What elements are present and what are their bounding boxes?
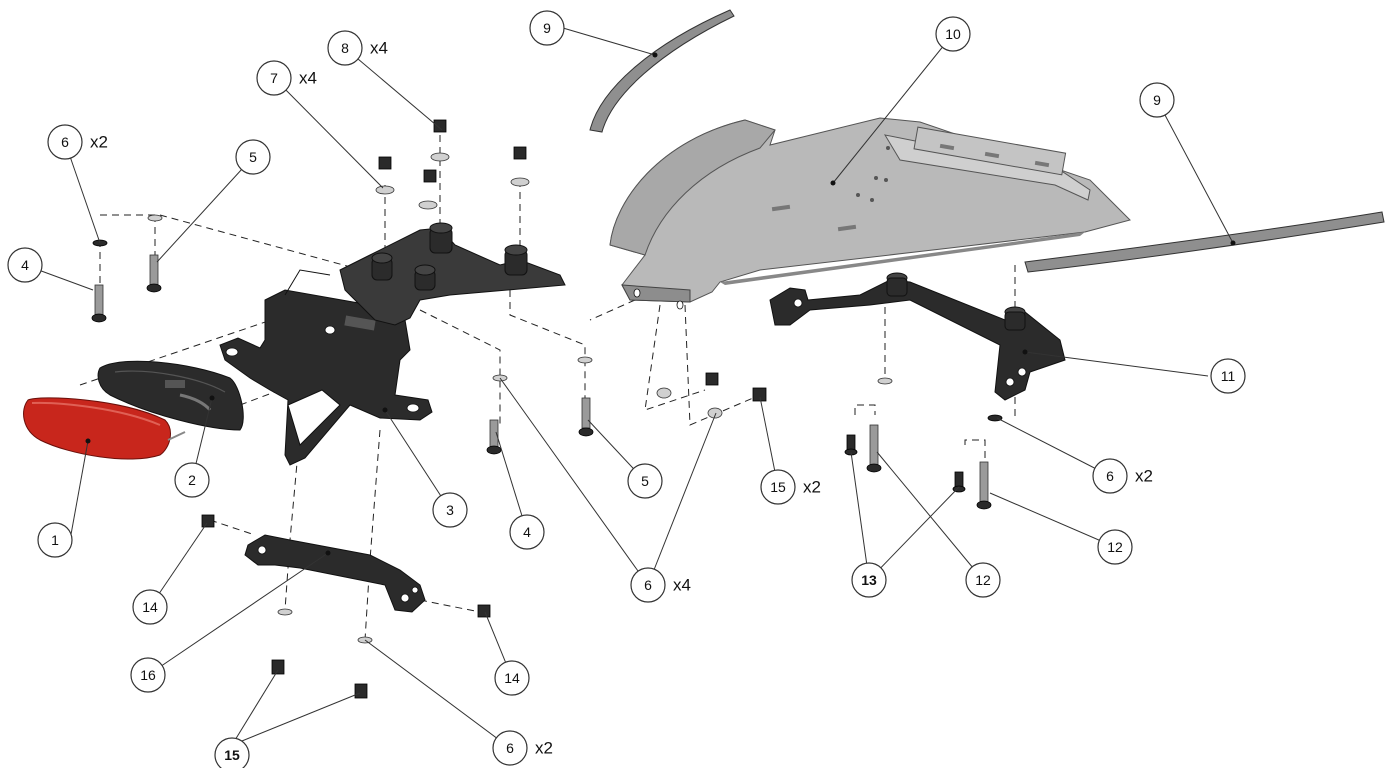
callout-c4a: 4 xyxy=(7,247,43,283)
callout-circle xyxy=(235,139,271,175)
callout-circle xyxy=(529,10,565,46)
callout-circle xyxy=(494,660,530,696)
callout-circle xyxy=(627,463,663,499)
callout-number: 8 xyxy=(341,40,349,56)
callout-circle xyxy=(256,60,292,96)
undertray-plate xyxy=(609,117,1131,310)
callout-c6a: 6 x2 xyxy=(47,124,108,160)
subframe-bracket xyxy=(769,272,1066,401)
callout-number: 5 xyxy=(249,149,257,165)
callout-c15a: 15 x2 xyxy=(760,469,821,505)
callout-number: 5 xyxy=(641,473,649,489)
leader-lines xyxy=(24,27,1236,749)
callout-number: 3 xyxy=(446,502,454,518)
callout-number: 6 xyxy=(1106,468,1114,484)
callout-number: 7 xyxy=(270,70,278,86)
callout-c6b: 6 x4 xyxy=(630,567,691,603)
callout-quantity: x4 xyxy=(299,69,317,88)
callout-number: 16 xyxy=(140,667,156,683)
callout-circle xyxy=(37,522,73,558)
rubber-edge-strip-right xyxy=(1024,211,1385,273)
callout-c11: 11 xyxy=(1210,358,1246,394)
callout-c3: 3 xyxy=(432,492,468,528)
callout-number: 12 xyxy=(975,572,991,588)
callout-number: 15 xyxy=(224,747,240,763)
callout-c9b: 9 xyxy=(1139,82,1175,118)
hardware-items xyxy=(91,119,1003,699)
callout-quantity: x2 xyxy=(535,739,553,758)
callout-number: 10 xyxy=(945,26,961,42)
callout-c12a: 12 xyxy=(1097,529,1133,565)
callout-circle xyxy=(1210,358,1246,394)
callout-c8: 8 x4 xyxy=(327,30,388,66)
callout-c1: 1 xyxy=(37,522,73,558)
callout-c10: 10 xyxy=(935,16,971,52)
callout-c6d: 6 x2 xyxy=(492,730,553,766)
callout-circle xyxy=(174,462,210,498)
callout-circle xyxy=(851,562,887,598)
callout-circle xyxy=(1097,529,1133,565)
callout-c13: 13 xyxy=(851,562,887,598)
callout-number: 14 xyxy=(142,599,158,615)
callout-number: 11 xyxy=(1221,368,1236,384)
callout-c5a: 5 xyxy=(235,139,271,175)
callout-number: 6 xyxy=(506,740,514,756)
callout-c4b: 4 xyxy=(509,514,545,550)
callout-circle xyxy=(630,567,666,603)
callout-number: 14 xyxy=(504,670,520,686)
callout-circle xyxy=(214,737,250,768)
callout-number: 2 xyxy=(188,472,196,488)
callout-number: 6 xyxy=(61,134,69,150)
lower-bracket xyxy=(244,534,426,613)
callout-number: 4 xyxy=(21,257,29,273)
callout-circle xyxy=(935,16,971,52)
callout-circle xyxy=(327,30,363,66)
license-plate-bracket xyxy=(219,269,433,466)
callout-c6c: 6 x2 xyxy=(1092,458,1153,494)
callout-number: 12 xyxy=(1107,539,1123,555)
callout-number: 9 xyxy=(543,20,551,36)
callout-c12b: 12 xyxy=(965,562,1001,598)
callout-c9a: 9 xyxy=(529,10,565,46)
callout-c5b: 5 xyxy=(627,463,663,499)
callout-c15b: 15 xyxy=(214,737,250,768)
callout-circle xyxy=(130,657,166,693)
callout-circle xyxy=(432,492,468,528)
callout-circle xyxy=(1092,458,1128,494)
callout-circle xyxy=(132,589,168,625)
callout-c14a: 14 xyxy=(132,589,168,625)
callout-c2: 2 xyxy=(174,462,210,498)
callout-circle xyxy=(509,514,545,550)
callout-number: 4 xyxy=(523,524,531,540)
callout-number: 9 xyxy=(1153,92,1161,108)
callout-circle xyxy=(1139,82,1175,118)
callout-c14b: 14 xyxy=(494,660,530,696)
callout-number: 6 xyxy=(644,577,652,593)
tail-light-lens xyxy=(23,397,186,460)
callout-circle xyxy=(7,247,43,283)
callout-quantity: x4 xyxy=(673,576,691,595)
callout-number: 1 xyxy=(51,532,59,548)
callout-quantity: x2 xyxy=(1135,467,1153,486)
callout-circle xyxy=(965,562,1001,598)
callout-quantity: x4 xyxy=(370,39,388,58)
callout-circle xyxy=(47,124,83,160)
callout-c16: 16 xyxy=(130,657,166,693)
callout-quantity: x2 xyxy=(90,133,108,152)
rubber-edge-strip-top xyxy=(589,9,735,133)
callout-circle xyxy=(760,469,796,505)
light-housing xyxy=(97,360,244,431)
callout-circle xyxy=(492,730,528,766)
callout-number: 15 xyxy=(770,479,786,495)
callout-c7: 7 x4 xyxy=(256,60,317,96)
callout-quantity: x2 xyxy=(803,478,821,497)
upper-mount-bracket xyxy=(339,222,566,326)
callout-number: 13 xyxy=(861,572,877,588)
